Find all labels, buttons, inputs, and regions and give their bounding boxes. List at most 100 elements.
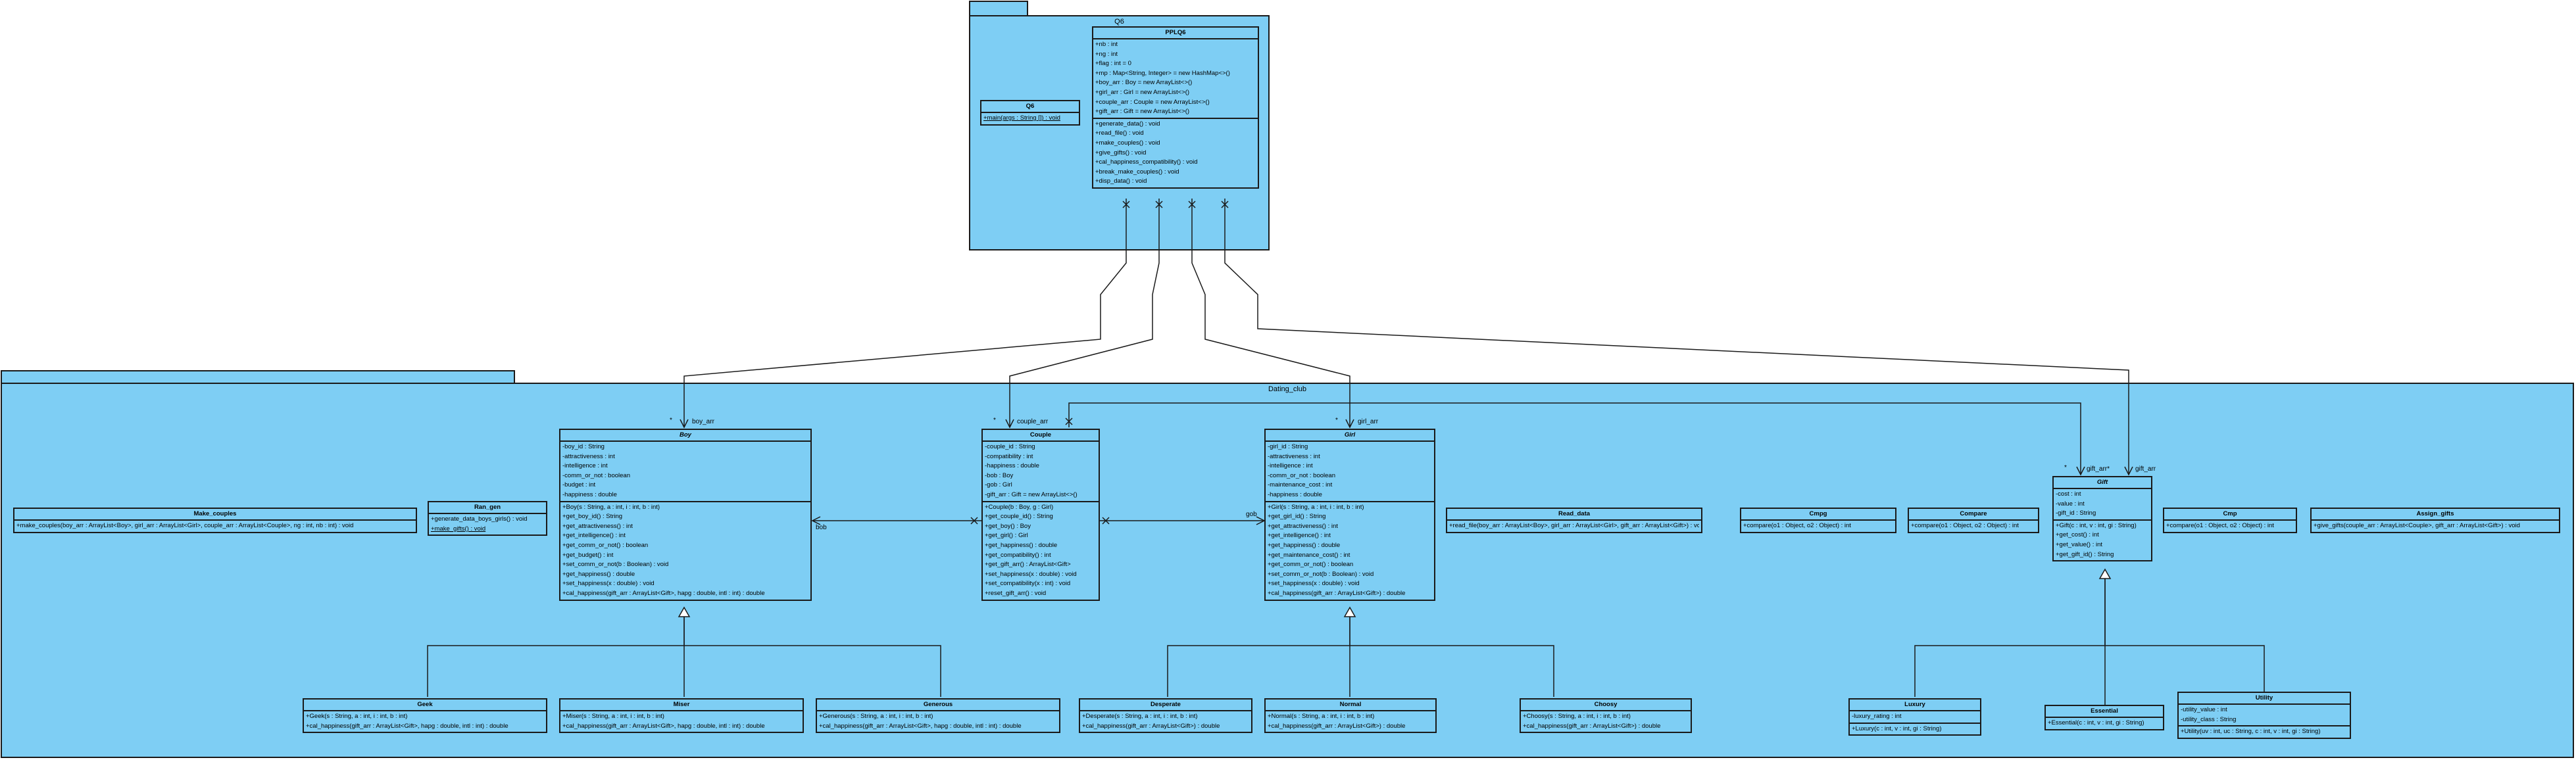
operation-row: +make_couples(boy_arr : ArrayList<Boy>, …	[16, 522, 354, 529]
class-name: Girl	[1266, 430, 1434, 442]
operation-row: +get_attractiveness() : int	[562, 522, 633, 530]
class-gift: Gift-cost : int-value : int-gift_id : St…	[2052, 476, 2152, 562]
class-name: Choosy	[1521, 700, 1691, 711]
operations-section: +Boy(s : String, a : int, i : int, b : i…	[560, 500, 810, 600]
operation-row: +Luxury(c : int, v : int, gi : String)	[1852, 724, 1942, 732]
edge-pplq6-girl	[1191, 199, 1350, 427]
operations-section: +make_couples(boy_arr : ArrayList<Boy>, …	[14, 521, 416, 532]
class-choosy: Choosy+Choosy(s : String, a : int, i : i…	[1520, 698, 1692, 734]
edge-inherit-generous	[684, 645, 941, 697]
class-name: Couple	[983, 430, 1099, 442]
attribute-row: +nb : int	[1095, 41, 1118, 48]
operation-row: +main(args : String []) : void	[983, 114, 1060, 122]
operation-row: +compare(o1 : Object, o2 : Object) : int	[2166, 522, 2274, 529]
class-name: Utility	[2179, 693, 2350, 705]
arrow-gift-2	[2124, 466, 2133, 476]
edge-pplq6-couple	[1009, 199, 1160, 427]
x-mark-couple-left	[970, 517, 978, 525]
operation-row: +Essential(c : int, v : int, gi : String…	[2048, 719, 2144, 726]
class-couple: Couple-couple_id : String-compatibility …	[981, 429, 1100, 601]
attributes-section: +nb : int+ng : int+flag : int = 0+mp : M…	[1093, 39, 1258, 118]
label-girl-mult: *	[1335, 417, 1338, 424]
attribute-row: -budget : int	[562, 481, 596, 489]
x-mark-1	[1122, 201, 1130, 208]
class-name: Miser	[560, 700, 803, 711]
operation-row: +get_cost() : int	[2056, 531, 2099, 539]
operation-row: +get_happiness() : double	[1268, 541, 1341, 549]
class-name: Q6	[981, 101, 1079, 113]
edge-inherit-desperate	[1167, 617, 1350, 697]
triangle-boy	[678, 606, 691, 617]
operations-section: +compare(o1 : Object, o2 : Object) : int	[2164, 521, 2296, 532]
operation-row: +get_intelligence() : int	[1268, 532, 1331, 540]
class-normal: Normal+Normal(s : String, a : int, i : i…	[1264, 698, 1437, 734]
operation-row: +generate_data_boys_girls() : void	[431, 515, 528, 523]
operation-row: +get_gift_id() : String	[2056, 550, 2114, 558]
attribute-row: -gift_arr : Gift = new ArrayList<>()	[985, 490, 1077, 498]
label-girl-role: girl_arr	[1358, 418, 1379, 425]
operation-row: +read_file(boy_arr : ArrayList<Boy>, gir…	[1449, 522, 1699, 529]
operation-row: +Boy(s : String, a : int, i : int, b : i…	[562, 503, 660, 511]
class-name: Generous	[817, 700, 1059, 711]
attribute-row: -maintenance_cost : int	[1268, 481, 1333, 489]
attribute-row: -attractiveness : int	[1268, 452, 1320, 460]
edge-pplq6-boy	[683, 199, 1127, 427]
operation-row: +set_comm_or_not(b : Boolean) : void	[1268, 570, 1374, 578]
label-gift-mult: *	[2064, 464, 2067, 471]
edge-inherit-utility	[2105, 645, 2265, 692]
class-name: Cmpg	[1741, 509, 1895, 521]
operations-section: +compare(o1 : Object, o2 : Object) : int	[1741, 521, 1895, 532]
attribute-row: +girl_arr : Girl = new ArrayList<>()	[1095, 88, 1190, 96]
label-gob: gob	[1246, 511, 1257, 518]
operation-row: +Desperate(s : String, a : int, i : int,…	[1082, 713, 1198, 720]
operation-row: +get_comm_or_not() : boolean	[1268, 561, 1354, 569]
operations-section: +Essential(c : int, v : int, gi : String…	[2046, 718, 2163, 729]
arrow-girl	[1345, 419, 1354, 429]
operation-row: +Utility(uv : int, uc : String, c : int,…	[2181, 728, 2321, 736]
operation-row: +Miser(s : String, a : int, i : int, b :…	[562, 713, 664, 720]
attribute-row: -utility_value : int	[2181, 706, 2227, 713]
class-essential: Essential+Essential(c : int, v : int, gi…	[2044, 705, 2164, 730]
operations-section: +Miser(s : String, a : int, i : int, b :…	[560, 711, 803, 732]
attribute-row: +ng : int	[1095, 50, 1118, 58]
x-mark-3	[1188, 201, 1196, 208]
arrow-gift-1	[2076, 466, 2085, 476]
attributes-section: -luxury_rating : int	[1850, 711, 1980, 723]
operations-section: +Geek(s : String, a : int, i : int, b : …	[304, 711, 546, 732]
attribute-row: -comm_or_not : boolean	[1268, 471, 1335, 479]
attribute-row: -value : int	[2056, 500, 2085, 508]
operation-row: +set_happiness(x : double) : void	[1268, 580, 1360, 588]
class-q6: Q6+main(args : String []) : void	[980, 100, 1080, 126]
operation-row: +disp_data() : void	[1095, 178, 1147, 185]
class-luxury: Luxury -luxury_rating : int +Luxury(c : in…	[1848, 698, 1981, 736]
operation-row: +get_intelligence() : int	[562, 532, 626, 540]
class-name: Read_data	[1447, 509, 1701, 521]
class-generous: Generous +Generous(s : String, a : int, i…	[816, 698, 1060, 734]
class-boy: Boy-boy_id : String-attractiveness : int…	[559, 429, 812, 601]
operation-row: +make_couples() : void	[1095, 139, 1160, 147]
operation-row: +set_compatibility(x : int) : void	[985, 580, 1071, 588]
operation-row: +cal_happiness(gift_arr : ArrayList<Gift…	[306, 722, 508, 730]
operations-section: +Gift(c : int, v : int, gi : String)+get…	[2054, 519, 2151, 560]
class-name: Luxury	[1850, 700, 1980, 711]
package-dating-name: Dating_club	[1268, 385, 1307, 393]
operation-row: +get_boy_id() : String	[562, 513, 623, 521]
operations-section: +Couple(b : Boy, g : Girl)+get_couple_id…	[983, 500, 1099, 600]
arrow-couple	[1005, 419, 1014, 429]
arrow-bob	[811, 516, 821, 525]
operation-row: +Generous(s : String, a : int, i : int, …	[819, 713, 933, 720]
edge-inherit-choosy	[1350, 645, 1554, 697]
operation-row: +reset_gift_arr() : void	[985, 589, 1047, 597]
attribute-row: -luxury_rating : int	[1852, 713, 1902, 720]
attribute-row: -cost : int	[2056, 490, 2081, 498]
operation-row: +get_comm_or_not() : boolean	[562, 541, 649, 549]
label-boy-role: boy_arr	[692, 418, 714, 425]
operations-section: +Utility(uv : int, uc : String, c : int,…	[2179, 725, 2350, 738]
label-couple-mult: *	[993, 417, 996, 424]
attribute-row: -bob : Boy	[985, 471, 1014, 479]
attribute-row: -couple_id : String	[985, 443, 1035, 450]
class-compare: Compare+compare(o1 : Object, o2 : Object…	[1908, 508, 2039, 533]
attribute-row: -utility_class : String	[2181, 715, 2237, 723]
operations-section: +Normal(s : String, a : int, i : int, b …	[1266, 711, 1435, 732]
attribute-row: -happiness : double	[562, 490, 617, 498]
